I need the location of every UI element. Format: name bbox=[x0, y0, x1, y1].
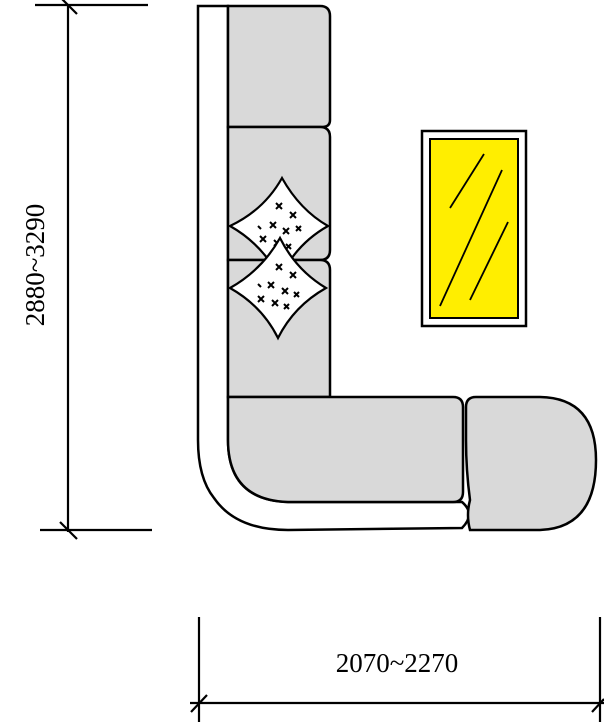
glass-glare-line-1 bbox=[449, 153, 485, 209]
coffee-table-glass-top bbox=[429, 138, 519, 319]
width-dimension: 2070~2270 bbox=[190, 617, 604, 722]
width-dimension-left-tick bbox=[190, 694, 208, 713]
seat-cushion-top bbox=[226, 4, 332, 129]
coffee-table bbox=[420, 129, 528, 328]
height-dimension-label: 2880~3290 bbox=[20, 204, 50, 327]
seat-cushion-corner bbox=[226, 395, 465, 504]
throw-pillow-lower-shape bbox=[227, 235, 329, 341]
chaise-cushion bbox=[464, 395, 598, 532]
width-dimension-label: 2070~2270 bbox=[336, 648, 459, 678]
height-dimension: 2880~3290 bbox=[20, 0, 152, 540]
glass-glare-line-2 bbox=[439, 169, 503, 307]
width-dimension-right-tick bbox=[591, 698, 604, 713]
pillow-pattern-lower bbox=[257, 263, 300, 310]
height-dimension-top-tick bbox=[61, 0, 78, 15]
height-dimension-bottom-tick bbox=[59, 521, 78, 540]
throw-pillow-lower bbox=[227, 235, 329, 341]
glass-glare-line-3 bbox=[469, 221, 509, 301]
